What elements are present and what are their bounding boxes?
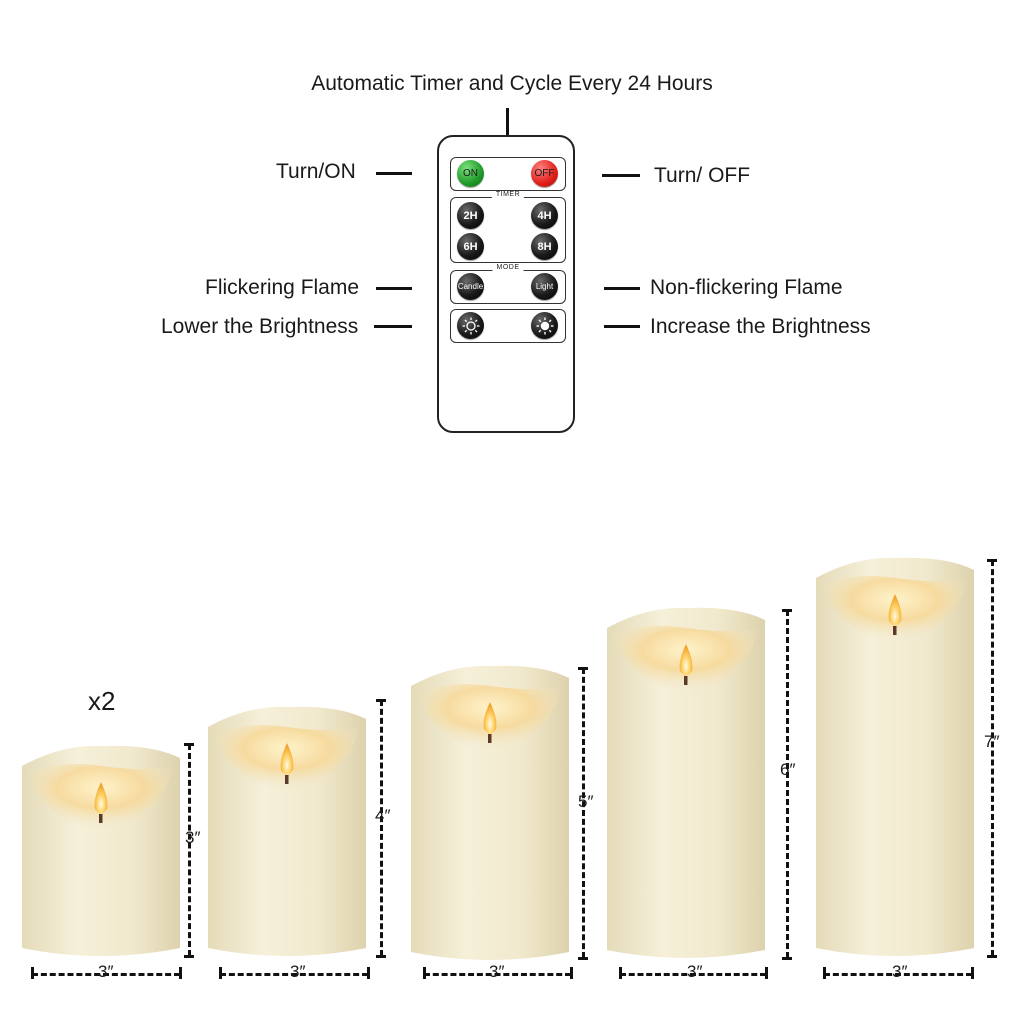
increase-brightness-pointer bbox=[604, 325, 640, 328]
brightness-up-button[interactable] bbox=[531, 312, 558, 339]
turn-off-label: Turn/ OFF bbox=[654, 164, 751, 187]
height-label-5: 7″ bbox=[984, 732, 1000, 751]
non-flickering-pointer bbox=[604, 287, 640, 290]
candle-mode-button[interactable]: Candle bbox=[457, 273, 484, 300]
width-label-1: 3″ bbox=[98, 962, 114, 981]
dimension-cap bbox=[782, 957, 792, 960]
mode-group: MODE Candle Light bbox=[450, 264, 566, 304]
lower-brightness-label: Lower the Brightness bbox=[161, 315, 359, 338]
timer-group: TIMER 2H 4H 6H 8H bbox=[450, 191, 566, 263]
dimension-cap bbox=[782, 609, 792, 612]
increase-brightness-label: Increase the Brightness bbox=[650, 315, 871, 338]
dimension-cap bbox=[971, 967, 974, 979]
quantity-note: x2 bbox=[88, 686, 116, 716]
height-dimension-line bbox=[786, 610, 789, 958]
height-dimension-line bbox=[991, 560, 994, 956]
power-group: ON OFF bbox=[450, 157, 566, 191]
dimension-cap bbox=[570, 967, 573, 979]
height-label-4: 6″ bbox=[780, 760, 796, 779]
height-label-3: 5″ bbox=[578, 792, 594, 811]
timer-group-title: TIMER bbox=[491, 191, 525, 198]
height-dimension-line bbox=[582, 668, 585, 958]
dimension-cap bbox=[619, 967, 622, 979]
candle-2 bbox=[208, 705, 366, 958]
candle-icon bbox=[208, 706, 366, 956]
dimension-cap bbox=[765, 967, 768, 979]
dimension-cap bbox=[578, 957, 588, 960]
dimension-cap bbox=[184, 955, 194, 958]
dimension-cap bbox=[367, 967, 370, 979]
timer-2h-button[interactable]: 2H bbox=[457, 202, 484, 229]
width-label-2: 3″ bbox=[290, 962, 306, 981]
on-button[interactable]: ON bbox=[457, 160, 484, 187]
candle-1 bbox=[22, 744, 180, 958]
turn-off-pointer bbox=[602, 174, 640, 177]
turn-on-label: Turn/ON bbox=[276, 160, 356, 183]
candle-icon bbox=[22, 745, 180, 956]
sun-outline-icon bbox=[462, 317, 479, 334]
timer-4h-button[interactable]: 4H bbox=[531, 202, 558, 229]
remote-control: ON OFF TIMER 2H 4H 6H 8H MODE Candle Lig… bbox=[437, 135, 575, 433]
width-label-4: 3″ bbox=[687, 962, 703, 981]
candle-icon bbox=[411, 665, 569, 960]
width-dimension-line bbox=[220, 973, 368, 976]
width-dimension-line bbox=[424, 973, 571, 976]
flickering-label: Flickering Flame bbox=[205, 276, 360, 299]
dimension-cap bbox=[423, 967, 426, 979]
timer-6h-button[interactable]: 6H bbox=[457, 233, 484, 260]
dimension-cap bbox=[376, 699, 386, 702]
width-label-3: 3″ bbox=[489, 962, 505, 981]
width-dimension-line bbox=[824, 973, 972, 976]
width-dimension-line bbox=[32, 973, 180, 976]
candle-icon bbox=[816, 557, 974, 956]
height-label-2: 4″ bbox=[375, 806, 391, 825]
timer-8h-button[interactable]: 8H bbox=[531, 233, 558, 260]
width-dimension-line bbox=[620, 973, 766, 976]
brightness-down-button[interactable] bbox=[457, 312, 484, 339]
mode-group-title: MODE bbox=[492, 264, 524, 271]
candle-4 bbox=[607, 606, 765, 960]
flickering-pointer bbox=[376, 287, 412, 290]
dimension-cap bbox=[987, 559, 997, 562]
dimension-cap bbox=[219, 967, 222, 979]
timer-caption: Automatic Timer and Cycle Every 24 Hours bbox=[311, 72, 713, 95]
candle-3 bbox=[411, 664, 569, 962]
non-flickering-label: Non-flickering Flame bbox=[650, 276, 843, 299]
sun-filled-icon bbox=[536, 317, 553, 334]
off-button[interactable]: OFF bbox=[531, 160, 558, 187]
candle-icon bbox=[607, 607, 765, 958]
dimension-cap bbox=[987, 955, 997, 958]
dimension-cap bbox=[31, 967, 34, 979]
candle-5 bbox=[816, 556, 974, 958]
height-dimension-line bbox=[188, 744, 191, 956]
height-label-1: 3″ bbox=[185, 828, 201, 847]
light-mode-button[interactable]: Light bbox=[531, 273, 558, 300]
lower-brightness-pointer bbox=[374, 325, 412, 328]
brightness-group bbox=[450, 309, 566, 343]
dimension-cap bbox=[376, 955, 386, 958]
height-dimension-line bbox=[380, 700, 383, 956]
turn-on-pointer bbox=[376, 172, 412, 175]
dimension-cap bbox=[184, 743, 194, 746]
dimension-cap bbox=[823, 967, 826, 979]
dimension-cap bbox=[578, 667, 588, 670]
width-label-5: 3″ bbox=[892, 962, 908, 981]
dimension-cap bbox=[179, 967, 182, 979]
